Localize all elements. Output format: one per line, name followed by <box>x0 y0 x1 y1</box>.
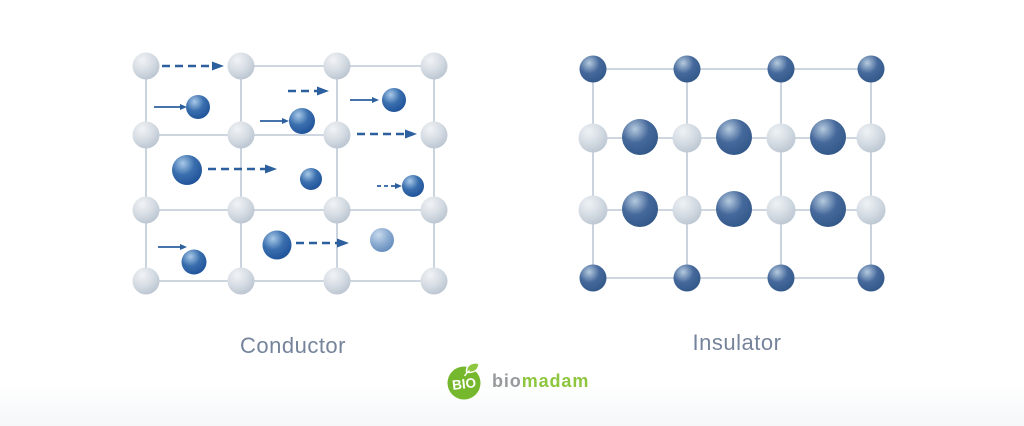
leaf-stem <box>463 369 470 377</box>
lattice-atom <box>857 55 885 83</box>
bound-electron <box>622 119 658 155</box>
insulator-panel <box>578 55 886 292</box>
brand-wordmark: biomadam <box>492 371 589 392</box>
lattice-atom <box>132 196 160 224</box>
leaf-icon <box>465 362 480 374</box>
conductor-panel <box>132 52 448 295</box>
insulator-caption: Insulator <box>692 330 782 355</box>
free-electron <box>370 228 394 252</box>
lattice-atom <box>672 195 702 225</box>
bound-electron <box>716 191 752 227</box>
lattice-atom <box>420 267 448 295</box>
lattice-atom <box>579 264 607 292</box>
brand-footer: BIO biomadam <box>445 362 589 400</box>
lattice-atom <box>767 55 795 83</box>
brand-madam-text: madam <box>521 370 590 391</box>
lattice-atom <box>132 121 160 149</box>
bound-electron <box>810 119 846 155</box>
lattice-atom <box>323 196 351 224</box>
lattice-atom <box>420 121 448 149</box>
lattice-atom <box>673 55 701 83</box>
free-electron <box>300 168 322 190</box>
lattice-atom <box>227 196 255 224</box>
lattice-atom <box>227 267 255 295</box>
lattice-atom <box>227 52 255 80</box>
free-electron <box>402 175 424 197</box>
lattice-atom <box>672 123 702 153</box>
bound-electron <box>622 191 658 227</box>
lattice-atom <box>857 264 885 292</box>
free-electron <box>181 249 207 275</box>
lattice-atom <box>767 264 795 292</box>
lattice-atom <box>766 195 796 225</box>
lattice-atom <box>856 123 886 153</box>
free-electron <box>186 95 210 119</box>
free-electron <box>289 108 315 134</box>
brand-bio-text: bio <box>492 370 522 391</box>
lattice-atom <box>766 123 796 153</box>
lattice-atom <box>132 52 160 80</box>
badge-label: BIO <box>451 375 477 393</box>
bound-electron <box>810 191 846 227</box>
lattice-atom <box>323 52 351 80</box>
lattice-atom <box>323 267 351 295</box>
free-electron <box>382 88 406 112</box>
free-electron <box>172 155 202 185</box>
badge-circle <box>447 366 481 400</box>
lattice-atom <box>227 121 255 149</box>
lattice-atom <box>132 267 160 295</box>
lattice-atom <box>323 121 351 149</box>
lattice-atom <box>578 123 608 153</box>
lattice-atom <box>673 264 701 292</box>
lattice-atom <box>420 196 448 224</box>
lattice-atom <box>856 195 886 225</box>
lattice-atom <box>420 52 448 80</box>
conductor-caption: Conductor <box>239 333 347 358</box>
bio-badge-icon: BIO <box>447 362 481 400</box>
lattice-atom <box>578 195 608 225</box>
free-electron <box>262 230 292 260</box>
bound-electron <box>716 119 752 155</box>
lattice-atom <box>579 55 607 83</box>
